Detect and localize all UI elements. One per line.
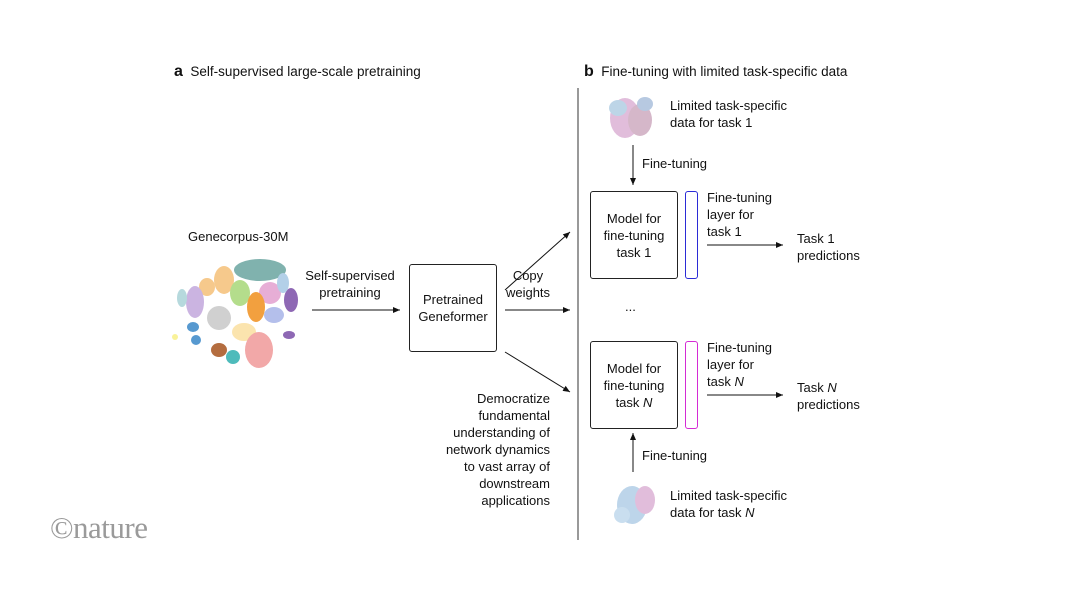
text-line: understanding of: [453, 425, 550, 440]
arrow-to-task1: [504, 231, 571, 291]
box-line: Model for: [606, 360, 662, 376]
text: task: [707, 374, 735, 389]
box-line: Geneformer: [418, 309, 488, 324]
task1-data-label: Limited task-specific data for task 1: [670, 97, 787, 131]
pretraining-label-line: pretraining: [319, 285, 381, 300]
taskN-data-cluster-plot: [614, 486, 655, 524]
panel-b-header: b Fine-tuning with limited task-specific…: [584, 63, 847, 80]
corpus-label: Genecorpus-30M: [188, 229, 289, 244]
text-line: task N: [707, 373, 772, 390]
text-line: predictions: [797, 397, 860, 412]
text-line: data for task N: [670, 504, 787, 521]
text: task: [615, 394, 644, 410]
text-line: predictions: [797, 248, 860, 263]
box-line: task 1: [616, 244, 652, 260]
genecorpus-cluster-plot: [172, 259, 298, 368]
panel-a-letter: a: [174, 63, 183, 80]
copy-label-line: Copy: [512, 268, 544, 283]
pretraining-label: Self-supervised pretraining: [300, 267, 400, 301]
text-line: data for task 1: [670, 115, 753, 130]
text-line: Democratize: [477, 391, 550, 406]
task1-finetuning-layer: [685, 191, 698, 279]
box-line: task N: [604, 394, 665, 411]
box-line: Model for: [606, 210, 662, 226]
text-line: Fine-tuning: [707, 190, 773, 205]
nature-logo: ©nature: [50, 510, 148, 545]
text-line: Task N: [797, 379, 860, 396]
pretraining-label-line: Self-supervised: [305, 268, 395, 283]
text: N: [643, 394, 653, 410]
panel-b-title: Fine-tuning with limited task-specific d…: [601, 64, 848, 79]
text-line: Limited task-specific: [670, 488, 788, 503]
text-line: fundamental: [478, 408, 550, 423]
box-line: fine-tuning: [603, 377, 665, 393]
text: N: [827, 380, 837, 395]
text-line: applications: [481, 493, 550, 508]
text-line: task 1: [707, 224, 742, 239]
democratize-text: Democratize fundamental understanding of…: [400, 390, 550, 509]
text-line: layer for: [707, 357, 754, 372]
text-line: Limited task-specific: [670, 98, 788, 113]
finetuning-label-bottom: Fine-tuning: [642, 448, 708, 463]
text-line: Task 1: [797, 231, 835, 246]
taskN-data-label: Limited task-specific data for task N: [670, 487, 787, 521]
finetuning-label-top: Fine-tuning: [642, 156, 708, 171]
panel-a-header: a Self-supervised large-scale pretrainin…: [174, 63, 421, 80]
taskN-finetuning-layer: [685, 341, 698, 429]
copy-label-line: weights: [505, 285, 551, 300]
text-line: Fine-tuning: [707, 340, 773, 355]
task1-layer-label: Fine-tuning layer for task 1: [707, 189, 772, 240]
text-line: downstream: [479, 476, 550, 491]
arrow-to-taskN: [504, 351, 571, 393]
text-line: layer for: [707, 207, 754, 222]
text: N: [745, 505, 755, 520]
taskN-predictions: Task N predictions: [797, 379, 860, 413]
box-line: fine-tuning: [603, 227, 665, 243]
text: Task: [797, 380, 828, 395]
task1-data-cluster-plot: [609, 97, 653, 138]
box-line: Pretrained: [423, 292, 483, 307]
copy-weights-label: Copy weights: [500, 267, 556, 301]
text-line: network dynamics: [445, 442, 550, 457]
text-line: to vast array of: [464, 459, 550, 474]
panel-a-title: Self-supervised large-scale pretraining: [190, 64, 421, 79]
panel-b-letter: b: [584, 63, 594, 80]
text: N: [734, 374, 744, 389]
task1-predictions: Task 1 predictions: [797, 230, 860, 264]
ellipsis: ...: [625, 299, 636, 314]
text: data for task: [670, 505, 746, 520]
taskN-layer-label: Fine-tuning layer for task N: [707, 339, 772, 390]
